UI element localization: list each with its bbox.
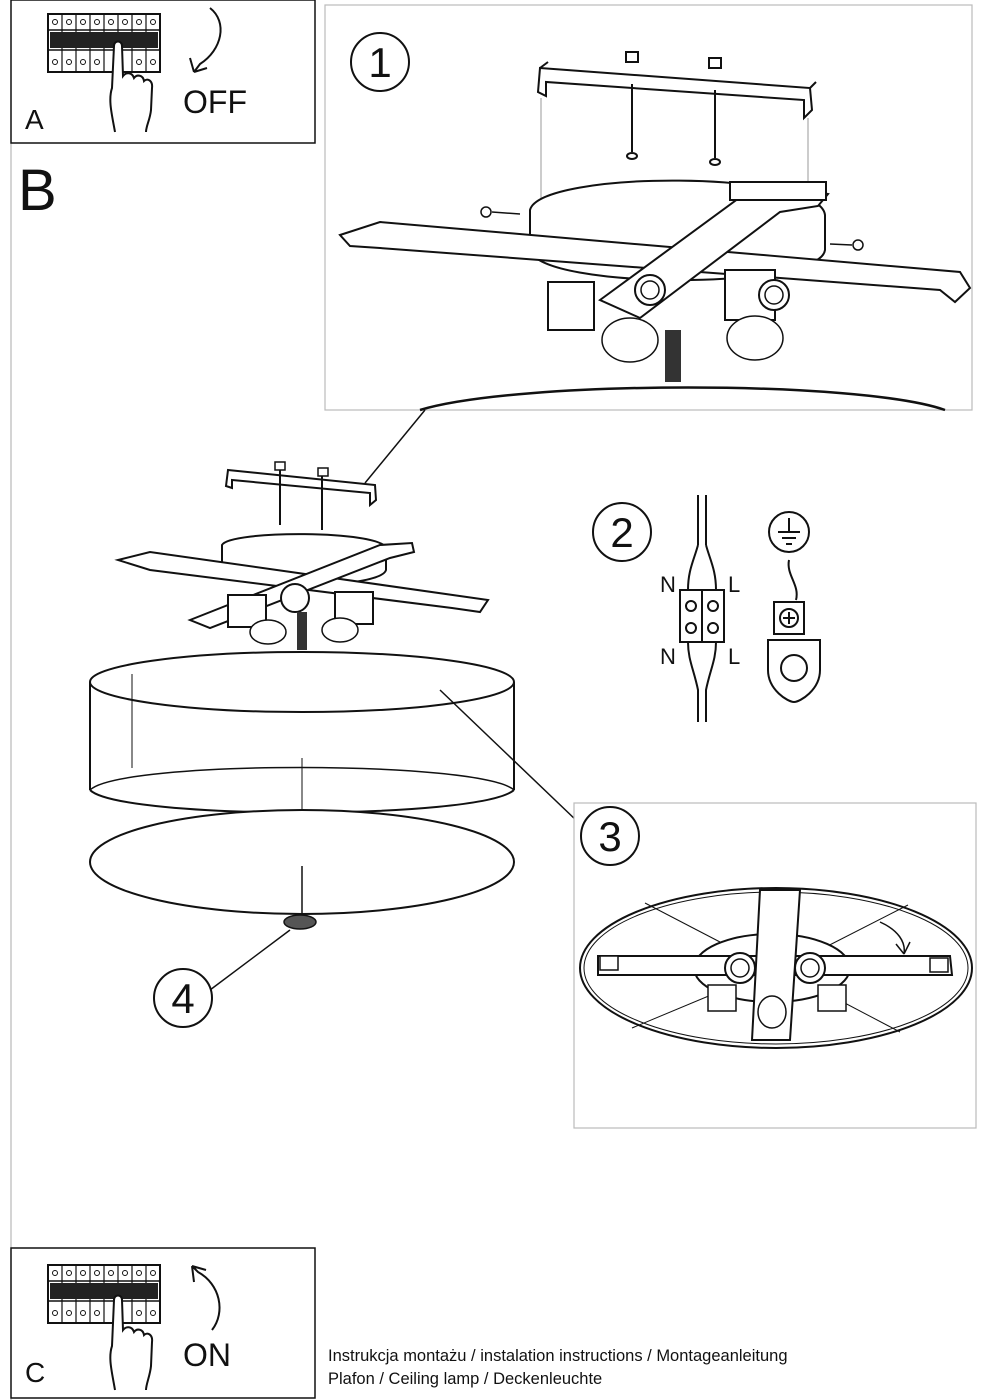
screw-icon: [625, 51, 639, 160]
step-3-circle: [580, 806, 640, 866]
step-2-wiring: 2 N L N L: [592, 495, 821, 722]
section-b-letter: B: [18, 158, 57, 223]
footer-caption: Instrukcja montażu / instalation instruc…: [328, 1345, 788, 1391]
lamp-socket-cluster: [547, 269, 790, 382]
footer-line-1: Instrukcja montażu / instalation instruc…: [328, 1347, 788, 1365]
hand-icon: [109, 1294, 154, 1391]
circuit-breaker-icon: [47, 1264, 161, 1324]
panel-a-letter: A: [25, 104, 44, 135]
screw-icon: [480, 206, 864, 251]
neutral-label-top: N: [660, 572, 676, 597]
rotate-arrow-icon: [879, 921, 911, 955]
screw-icon: [708, 57, 722, 166]
step-2-number: 2: [610, 509, 633, 556]
ground-symbol-icon: [768, 511, 810, 553]
panel-a-action-label: OFF: [183, 84, 247, 120]
finial-nut: [283, 914, 317, 930]
step-3-panel: 3: [573, 802, 977, 1129]
neutral-label-bottom: N: [660, 644, 676, 669]
lamp-shade: [89, 651, 515, 816]
panel-c: ON C: [10, 1247, 316, 1399]
circuit-breaker-icon: [47, 13, 161, 73]
hand-icon: [109, 40, 154, 133]
step-2-circle: [592, 502, 652, 562]
diffuser-plate: [89, 809, 515, 930]
curved-arrow-down-icon: [189, 7, 222, 73]
step-1-panel: 1: [324, 4, 973, 412]
live-label-top: L: [728, 572, 740, 597]
panel-c-letter: C: [25, 1357, 45, 1388]
curved-arrow-up-icon: [191, 1265, 221, 1331]
mounting-bracket: [536, 61, 817, 121]
terminal-block-icon: [679, 495, 725, 722]
step-3-number: 3: [598, 813, 621, 860]
step-1-circle: [350, 32, 410, 92]
small-bracket-assembly: [114, 461, 490, 650]
footer-line-2: Plafon / Ceiling lamp / Deckenleuchte: [328, 1370, 603, 1388]
step-4-number: 4: [171, 975, 194, 1022]
step-1-number: 1: [368, 39, 391, 86]
panel-c-action-label: ON: [183, 1337, 231, 1373]
ground-clamp-icon: [767, 601, 821, 704]
panel-a: OFF A: [10, 0, 316, 144]
step-4-circle: [153, 968, 213, 1028]
live-label-bottom: L: [728, 644, 740, 669]
